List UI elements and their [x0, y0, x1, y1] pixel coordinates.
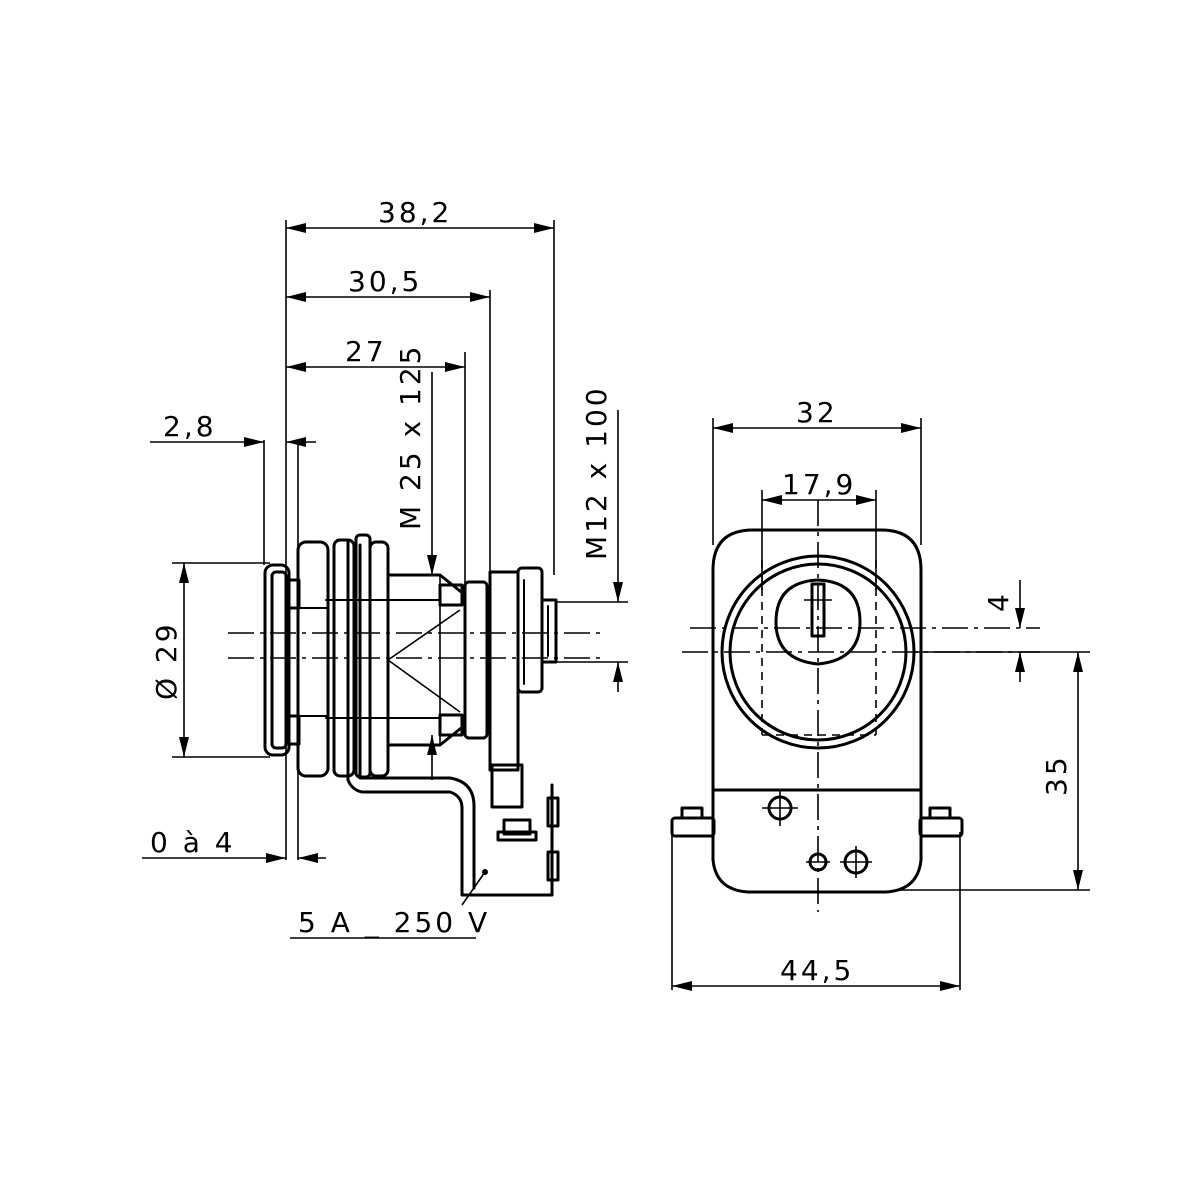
dim-label-key-width: 17,9 [782, 468, 856, 501]
dim-4: 4 [982, 580, 1025, 682]
dim-thread-shaft: M12 x 100 [556, 385, 628, 692]
dim-label-diameter: Ø 29 [150, 621, 183, 700]
side-view: 38,2 30,5 27 2,8 M [142, 196, 628, 939]
dim-35: 35 [900, 651, 1090, 891]
dim-diameter: Ø 29 [150, 562, 270, 758]
dim-32: 32 [712, 396, 922, 545]
dim-thread-main: M 25 x 125 [394, 343, 437, 780]
rating-text: 5 A _ 250 V [298, 906, 490, 939]
dim-30-5: 30,5 [286, 265, 490, 302]
rating-label: 5 A _ 250 V [290, 906, 490, 939]
dim-label-thread-main: M 25 x 125 [394, 343, 427, 530]
dim-label-mount-height: 35 [1040, 754, 1073, 796]
dim-label-total-length: 38,2 [378, 196, 452, 229]
dim-label-thread-shaft: M12 x 100 [580, 385, 613, 560]
dim-label-nut-length: 27 [345, 335, 387, 368]
dim-38-2: 38,2 [286, 196, 554, 233]
dim-label-flange: 2,8 [163, 410, 217, 443]
front-view: 32 17,9 4 35 [670, 396, 1090, 991]
dim-27: 27 [286, 335, 465, 372]
dim-label-panel-range: 0 à 4 [150, 826, 236, 859]
dim-44-5: 44,5 [671, 832, 961, 991]
dim-label-offset: 4 [982, 591, 1015, 612]
dim-17-9: 17,9 [761, 468, 877, 590]
dim-label-base-width: 44,5 [780, 954, 854, 987]
dim-panel-range: 0 à 4 [142, 826, 326, 863]
dim-2-8: 2,8 [150, 410, 316, 447]
dim-label-bracket-length: 30,5 [348, 265, 422, 298]
dim-label-body-width: 32 [796, 396, 838, 429]
